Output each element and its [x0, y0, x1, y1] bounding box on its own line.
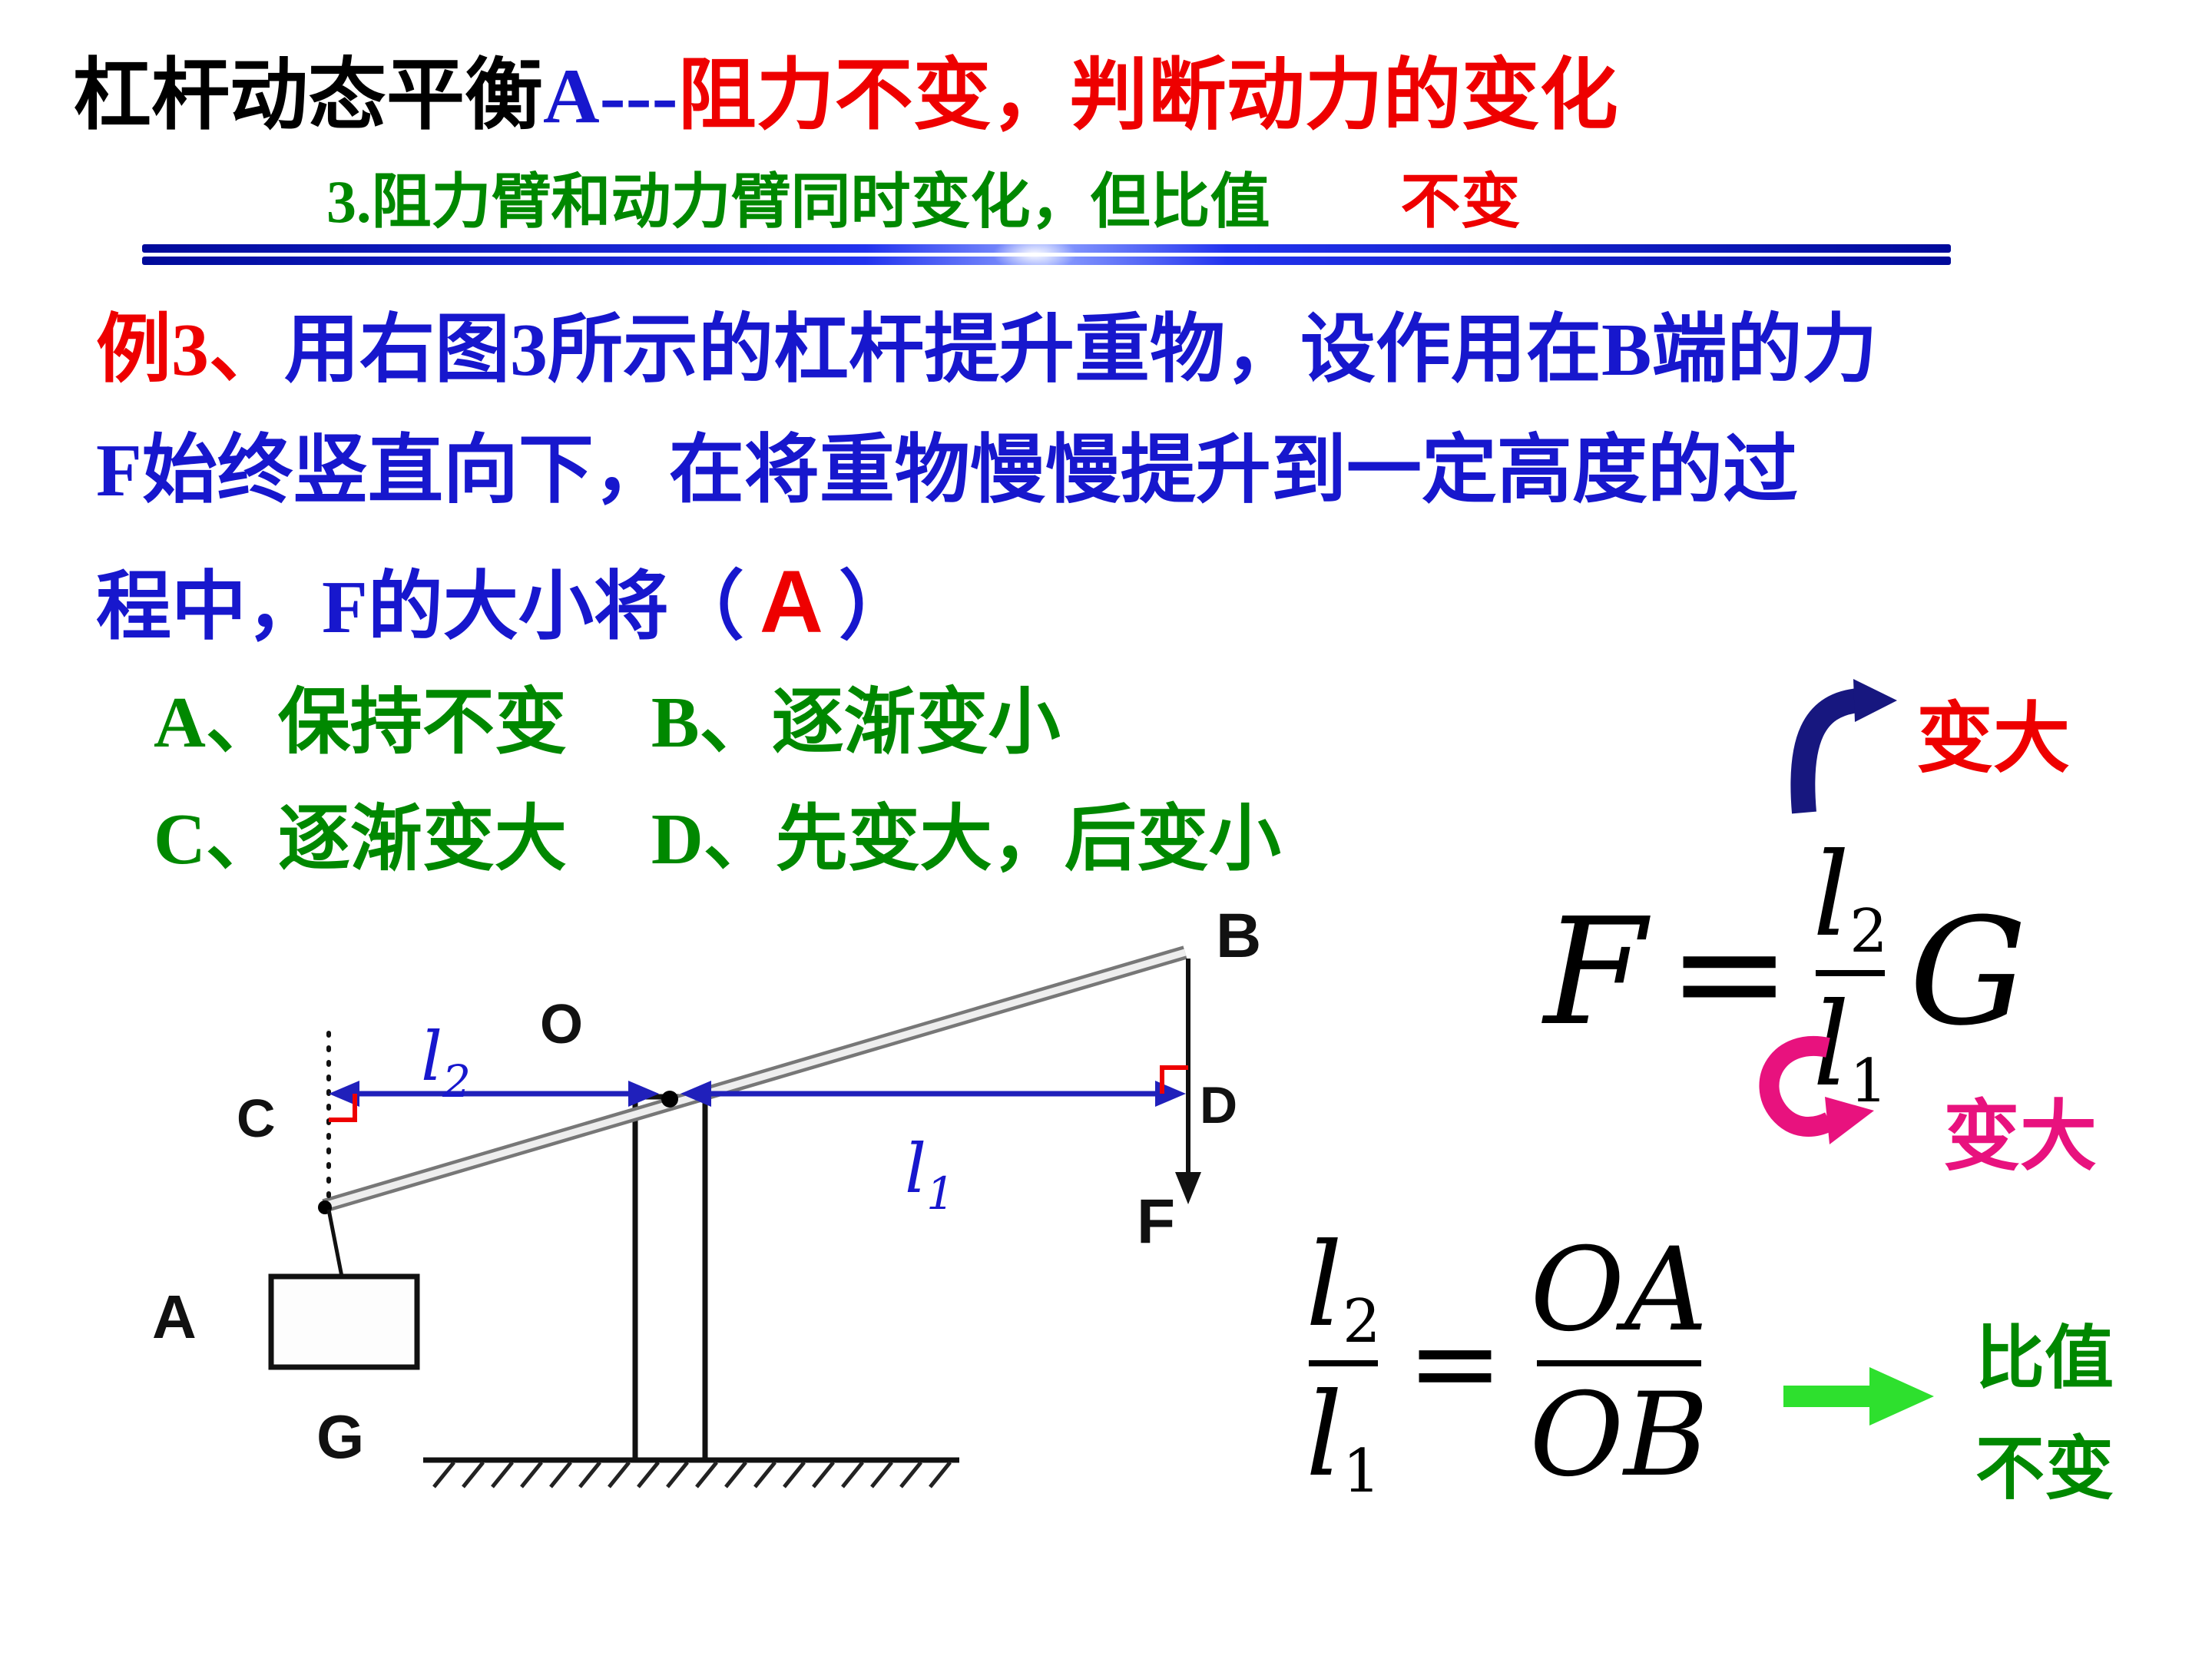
- subtitle: 3.阻力臂和动力臂同时变化，但比值 不变: [326, 154, 1521, 240]
- subtitle-answer: 不变: [1400, 168, 1521, 235]
- formula-f-factor: G: [1909, 887, 2028, 1059]
- support-post: [632, 1094, 708, 1463]
- l1-increase-label: 变大: [1943, 1094, 2097, 1180]
- ground-hatching: [432, 1461, 952, 1488]
- option-a: A、保持不变: [154, 683, 567, 763]
- problem-line-1: 例3、用右图3所示的杠杆提升重物，设作用在B端的力: [96, 290, 1877, 411]
- l2-increase-label: 变大: [1916, 697, 2070, 782]
- label-d: D: [1200, 1076, 1237, 1134]
- option-b: B、逐渐变小: [651, 683, 1061, 763]
- problem-line-3: 程中，F的大小将（A）: [96, 531, 1877, 673]
- answer-letter: A: [759, 552, 823, 651]
- problem-text-3: 程中，F的大小将（: [96, 565, 744, 649]
- formula-f-equals-sign: =: [1667, 887, 1792, 1059]
- fraction-bar: [1308, 1359, 1378, 1366]
- l2-label: l2: [421, 1017, 471, 1108]
- weight-string: [326, 1209, 344, 1277]
- ratio-right-fraction: OA OB: [1529, 1224, 1708, 1502]
- title-topic: 杠杆动态平衡: [73, 53, 543, 140]
- l1-increase-arrow-icon: [1759, 1036, 1874, 1144]
- ratio-left-fraction: l2 l1: [1306, 1220, 1381, 1506]
- ratio-equals-sign: =: [1406, 1296, 1504, 1430]
- label-f: F: [1137, 1187, 1175, 1257]
- page-title: 杠杆动态平衡A---阻力不变，判断动力的变化: [73, 32, 1618, 145]
- problem-text-4: ）: [838, 565, 914, 649]
- weight-block: [268, 1273, 420, 1370]
- option-d: D、先变大，后变小: [651, 800, 1281, 880]
- ratio-constant-arrow-icon: [1783, 1367, 1934, 1426]
- problem-statement: 例3、用右图3所示的杠杆提升重物，设作用在B端的力 F始终竖直向下，在将重物慢慢…: [96, 290, 1877, 673]
- ratio-note-line-1: 比值: [1975, 1321, 2114, 1397]
- divider-sparkle: [992, 237, 1077, 272]
- lever-diagram: C O B D F A G l2 l1: [152, 901, 1261, 1488]
- fraction-bar: [1536, 1359, 1702, 1366]
- right-angle-d: [1160, 1065, 1188, 1094]
- fraction-bar: [1816, 969, 1885, 976]
- l1-arrowhead-left: [680, 1081, 711, 1107]
- l2-arrowhead-right: [628, 1081, 659, 1107]
- fulcrum-pivot: [661, 1091, 678, 1108]
- ratio-right-numerator: OA: [1530, 1224, 1708, 1358]
- title-variant-label: A---: [543, 53, 678, 140]
- problem-number: 例3、: [96, 309, 285, 392]
- label-c: C: [237, 1088, 276, 1148]
- label-o: O: [540, 994, 583, 1055]
- formula-f-numerator: l2: [1813, 829, 1888, 966]
- lever-beam-core: [323, 949, 1187, 1210]
- formula-f-lhs: F: [1544, 887, 1647, 1059]
- problem-text-2: F始终竖直向下，在将重物慢慢提升到一定高度的过: [96, 429, 1798, 512]
- options-list: A、保持不变 B、逐渐变小 C、逐渐变大 D、先变大，后变小: [154, 664, 1281, 899]
- ratio-left-denominator: l1: [1306, 1368, 1381, 1506]
- title-condition: 阻力不变，判断动力的变化: [677, 53, 1618, 140]
- options-row-2: C、逐渐变大 D、先变大，后变小: [154, 781, 1281, 898]
- subtitle-case: 3.阻力臂和动力臂同时变化，但比值: [326, 168, 1270, 235]
- divider-line: [142, 237, 1951, 272]
- l2-increase-arrow-icon: [1790, 679, 1897, 814]
- problem-text-1: 用右图3所示的杠杆提升重物，设作用在B端的力: [284, 309, 1878, 392]
- ratio-left-numerator: l2: [1306, 1219, 1381, 1356]
- ratio-right-denominator: OB: [1529, 1368, 1709, 1502]
- l1-label: l1: [905, 1129, 955, 1220]
- label-b: B: [1216, 901, 1261, 971]
- ratio-note-line-2: 不变: [1975, 1432, 2114, 1508]
- problem-line-2: F始终竖直向下，在将重物慢慢提升到一定高度的过: [96, 411, 1877, 531]
- formula-ratio: l2 l1 = OA OB: [1306, 1220, 1709, 1506]
- ratio-constant-note: 比值 不变: [1975, 1304, 2114, 1525]
- formula-f-equals: F = l2 l1 G: [1544, 830, 2027, 1116]
- force-arrowhead: [1175, 1172, 1201, 1204]
- right-angle-c: [329, 1094, 357, 1122]
- label-g: G: [316, 1402, 364, 1471]
- option-c: C、逐渐变大: [154, 800, 567, 880]
- l2-arrowhead-left: [329, 1081, 359, 1107]
- options-row-1: A、保持不变 B、逐渐变小: [154, 664, 1281, 781]
- label-a: A: [152, 1283, 197, 1351]
